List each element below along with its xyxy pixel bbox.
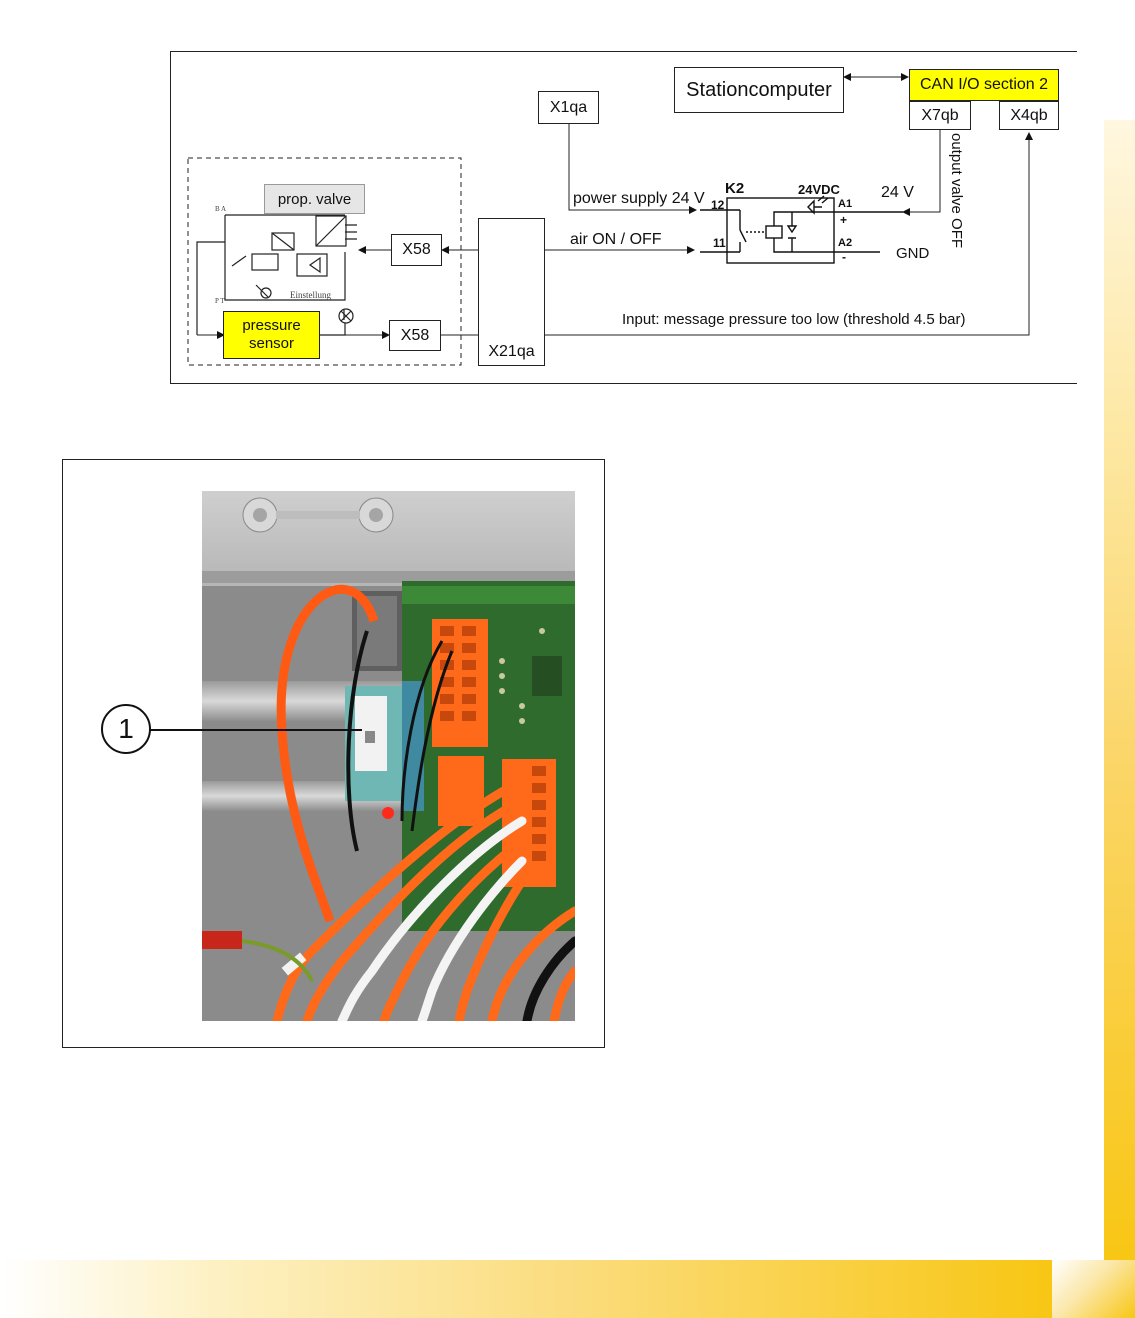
output-valve-off-label: output valve OFF xyxy=(948,133,965,248)
pin-a1-label: A1 xyxy=(838,198,852,210)
x7qb-box: X7qb xyxy=(909,101,971,130)
power-supply-label: power supply 24 V xyxy=(573,190,705,208)
input-message-label: Input: message pressure too low (thresho… xyxy=(622,311,966,328)
prop-valve-label: prop. valve xyxy=(264,184,365,214)
pin-a2-label: A2 xyxy=(838,237,852,249)
callout-1-circle: 1 xyxy=(101,704,151,754)
relay-k2-label: K2 xyxy=(725,180,744,197)
callout-leader-line xyxy=(150,727,365,733)
pressure-sensor-line2: sensor xyxy=(249,335,294,353)
gnd-label: GND xyxy=(896,245,929,262)
relay-voltage-label: 24VDC xyxy=(798,182,840,197)
x4qb-box: X4qb xyxy=(999,101,1059,130)
air-on-off-label: air ON / OFF xyxy=(570,231,662,249)
pin-11-label: 11 xyxy=(713,236,726,250)
minus-sign: - xyxy=(842,250,846,264)
x58-bottom-box: X58 xyxy=(389,320,441,351)
relay-photo xyxy=(202,491,575,1021)
plus-sign: + xyxy=(840,213,847,227)
pressure-sensor-box: pressure sensor xyxy=(223,311,320,359)
x21qa-box: X21qa xyxy=(478,218,545,366)
svg-text:B A: B A xyxy=(215,205,226,213)
can-io-section-box: CAN I/O section 2 xyxy=(909,69,1059,101)
pressure-sensor-line1: pressure xyxy=(242,317,300,335)
supply-24v-label: 24 V xyxy=(881,184,914,202)
stationcomputer-box: Stationcomputer xyxy=(674,67,844,113)
einstellung-label: Einstellung xyxy=(290,290,331,300)
pin-12-label: 12 xyxy=(711,198,724,212)
svg-text:P T: P T xyxy=(215,297,225,305)
relay-k2-symbol xyxy=(700,196,903,263)
x1qa-box: X1qa xyxy=(538,91,599,124)
bottom-decorative-band xyxy=(0,1260,1052,1318)
x58-top-box: X58 xyxy=(391,234,442,266)
corner-decorative-box xyxy=(1052,1260,1135,1318)
